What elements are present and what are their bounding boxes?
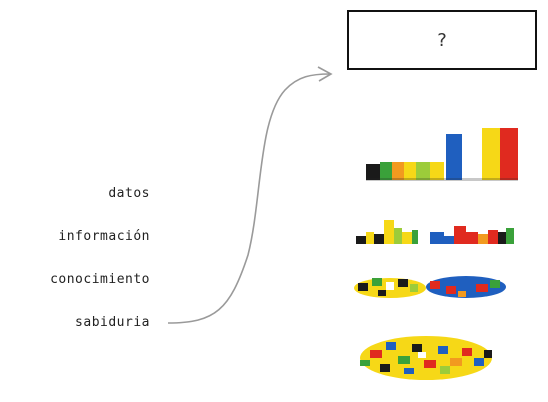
arrow-head — [317, 66, 333, 82]
label-informacion: información — [58, 229, 150, 244]
label-conocimiento: conocimiento — [50, 272, 150, 287]
sabiduria-bricks-illustration — [360, 336, 492, 380]
question-mark: ? — [437, 29, 447, 51]
question-box: ? — [347, 10, 537, 70]
label-sabiduria: sabiduria — [75, 315, 150, 330]
informacion-bricks-illustration — [356, 220, 514, 244]
conocimiento-bricks-illustration — [354, 276, 506, 298]
progress-arrow — [167, 73, 331, 324]
datos-bricks-illustration — [366, 128, 518, 181]
label-datos: datos — [108, 186, 150, 201]
